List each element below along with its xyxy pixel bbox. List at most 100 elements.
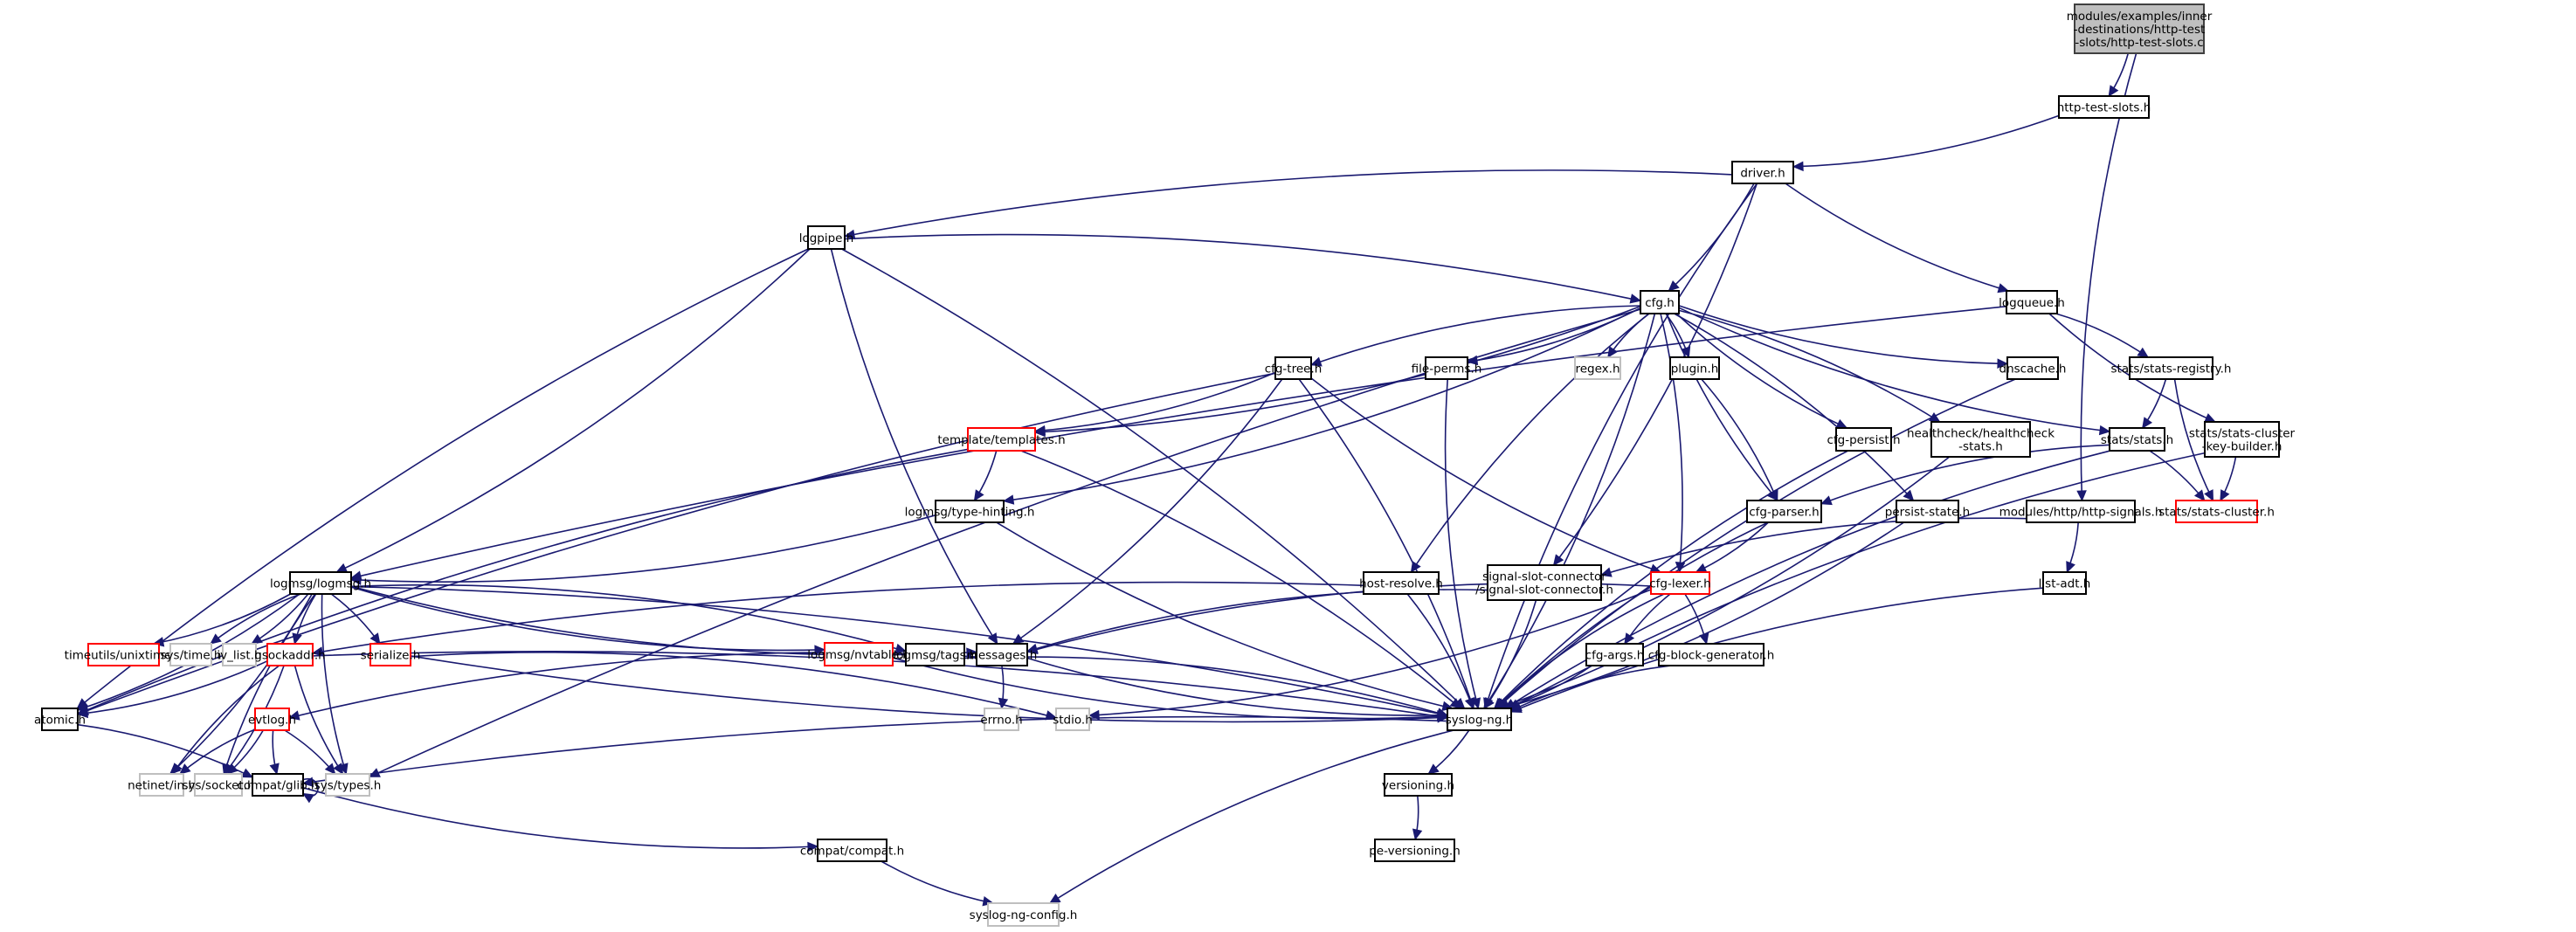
edge-evtlog-h-to-compat-glib-h bbox=[269, 729, 280, 776]
node-label: /signal-slot-connector.h bbox=[1475, 583, 1613, 597]
node-template-templates-h[interactable]: template/templates.h bbox=[937, 427, 1066, 452]
node-box bbox=[222, 643, 257, 666]
arrow-head-icon bbox=[966, 647, 978, 658]
node-timeutils-unixtime-h[interactable]: timeutils/unixtime.h bbox=[65, 643, 183, 666]
node-box bbox=[1487, 564, 1602, 601]
edge-gsockaddr-h-to-netinet-in-h bbox=[171, 665, 280, 775]
edge-line bbox=[1034, 305, 1641, 433]
node-label: iv_list.h bbox=[217, 649, 261, 663]
node-logpipe-h[interactable]: logpipe.h bbox=[799, 225, 854, 250]
arrow-head-icon bbox=[2193, 489, 2206, 501]
node-versioning-h[interactable]: versioning.h bbox=[1382, 773, 1454, 797]
node-label: logmsg/logmsg.h bbox=[270, 577, 371, 591]
edge-stats-stats-registry-h-to-stats-stats-cluster-h bbox=[2173, 378, 2214, 502]
node-cfg-tree-h[interactable]: cfg-tree.h bbox=[1265, 356, 1323, 380]
node-box bbox=[1363, 571, 1440, 595]
node-box bbox=[1640, 290, 1680, 314]
node-box bbox=[252, 773, 304, 797]
node-stats-stats-registry-h[interactable]: stats/stats-registry.h bbox=[2111, 356, 2232, 380]
node-gsockaddr-h[interactable]: gsockaddr.h bbox=[254, 643, 326, 666]
node-messages-h[interactable]: messages.h bbox=[967, 643, 1038, 666]
node-host-resolve-h[interactable]: host-resolve.h bbox=[1359, 571, 1443, 595]
edge-persist-state-h-to-syslog-ng-h bbox=[1502, 521, 1905, 711]
node-root[interactable]: modules/examples/inner-destinations/http… bbox=[2067, 3, 2213, 54]
node-healthcheck-healthcheck-stats-h[interactable]: healthcheck/healthcheck-stats.h bbox=[1907, 421, 2055, 458]
edge-line bbox=[1483, 599, 1537, 709]
node-modules-http-http-signals-h[interactable]: modules/http/http-signals.h bbox=[1999, 500, 2163, 523]
edge-template-templates-h-to-syslog-ng-h bbox=[1020, 450, 1462, 709]
arrow-head-icon bbox=[1997, 358, 2009, 369]
edge-evtlog-h-to-netinet-in-h bbox=[179, 728, 256, 775]
node-logmsg-type-hinting-h[interactable]: logmsg/type-hinting.h bbox=[905, 500, 1035, 523]
edge-http-test-slots-h-to-driver-h bbox=[1792, 114, 2060, 172]
arrow-head-icon bbox=[324, 763, 336, 775]
node-label: dnscache.h bbox=[1999, 362, 2067, 376]
node-cfg-lexer-h[interactable]: cfg-lexer.h bbox=[1649, 571, 1711, 595]
node-box bbox=[1055, 708, 1090, 731]
node-logmsg-tags-h[interactable]: logmsg/tags.h bbox=[894, 643, 977, 666]
edge-driver-h-to-logqueue-h bbox=[1785, 183, 2010, 293]
node-label: sys/time.h bbox=[161, 649, 222, 663]
edge-logmsg-type-hinting-h-to-logmsg-logmsg-h bbox=[349, 514, 936, 586]
node-cfg-block-generator-h[interactable]: cfg-block-generator.h bbox=[1648, 643, 1775, 666]
edge-line bbox=[1600, 517, 2027, 576]
arrow-head-icon bbox=[1820, 495, 1833, 506]
node-box bbox=[254, 708, 290, 731]
node-logmsg-nvtable-h[interactable]: logmsg/nvtable.h bbox=[807, 642, 910, 666]
edge-line bbox=[1820, 444, 2110, 505]
node-label: stdio.h bbox=[1053, 714, 1093, 728]
node-stats-stats-cluster-h[interactable]: stats/stats-cluster.h bbox=[2158, 500, 2275, 523]
edge-stats-stats-h-to-stats-stats-cluster-h bbox=[2149, 450, 2206, 501]
node-http-test-slots-h[interactable]: http-test-slots.h bbox=[2057, 95, 2151, 119]
node-box bbox=[1930, 421, 2031, 458]
node-cfg-args-h[interactable]: cfg-args.h bbox=[1585, 643, 1645, 666]
edge-line bbox=[1785, 183, 2009, 292]
edge-cfg-h-to-dnscache-h bbox=[1678, 305, 2009, 369]
node-compat-glib-h[interactable]: compat/glib.h bbox=[237, 773, 319, 797]
node-list-adt-h[interactable]: list-adt.h bbox=[2039, 571, 2091, 595]
node-file-perms-h[interactable]: file-perms.h bbox=[1412, 356, 1482, 380]
edge-cfg-tree-h-to-template-templates-h bbox=[1033, 371, 1276, 436]
edge-messages-h-to-syslog-ng-h bbox=[1026, 657, 1449, 721]
node-cfg-h[interactable]: cfg.h bbox=[1640, 290, 1680, 314]
edge-logpipe-h-to-messages-h bbox=[830, 248, 998, 645]
node-box bbox=[2026, 500, 2136, 523]
edge-signal-slot-connector-signal-slot-connector-h-to-syslog-ng-h bbox=[1483, 599, 1537, 709]
node-cfg-parser-h[interactable]: cfg-parser.h bbox=[1746, 500, 1822, 523]
edge-line bbox=[1310, 305, 1641, 366]
node-pe-versioning-h[interactable]: pe-versioning.h bbox=[1369, 839, 1461, 862]
node-dnscache-h[interactable]: dnscache.h bbox=[1999, 356, 2067, 380]
arrow-head-icon bbox=[76, 701, 89, 712]
node-logmsg-logmsg-h[interactable]: logmsg/logmsg.h bbox=[270, 571, 371, 595]
node-cfg-persist-h[interactable]: cfg-persist.h bbox=[1827, 427, 1901, 452]
node-label: list-adt.h bbox=[2039, 577, 2091, 591]
node-syslog-ng-h[interactable]: syslog-ng.h bbox=[1446, 708, 1513, 731]
arrow-head-icon bbox=[1668, 280, 1680, 292]
node-persist-state-h[interactable]: persist-state.h bbox=[1885, 500, 1970, 523]
node-label: syslog-ng-config.h bbox=[970, 908, 1078, 922]
edge-line bbox=[2149, 450, 2206, 501]
edge-logmsg-logmsg-h-to-sys-types-h bbox=[321, 593, 349, 776]
node-stats-stats-h[interactable]: stats/stats.h bbox=[2101, 427, 2173, 452]
node-compat-compat-h[interactable]: compat/compat.h bbox=[800, 839, 904, 862]
node-plugin-h[interactable]: plugin.h bbox=[1669, 356, 1720, 380]
edge-logmsg-logmsg-h-to-sys-time-h bbox=[210, 593, 301, 645]
node-signal-slot-connector-signal-slot-connector-h[interactable]: signal-slot-connector/signal-slot-connec… bbox=[1475, 564, 1613, 601]
node-netinet-in-h: netinet/in.h bbox=[128, 773, 196, 797]
node-serialize-h[interactable]: serialize.h bbox=[361, 643, 421, 666]
edge-plugin-h-to-cfg-parser-h bbox=[1701, 378, 1778, 502]
edge-line bbox=[1701, 378, 1778, 501]
arrow-head-icon bbox=[287, 710, 300, 721]
edge-line bbox=[1003, 307, 1641, 502]
arrow-head-icon bbox=[76, 708, 89, 719]
node-stats-stats-cluster-key-builder-h[interactable]: stats/stats-cluster-key-builder.h bbox=[2189, 421, 2296, 458]
arrow-head-icon bbox=[2066, 561, 2075, 574]
node-label: errno.h bbox=[980, 714, 1022, 728]
node-label: cfg-lexer.h bbox=[1649, 577, 1710, 591]
node-evtlog-h[interactable]: evtlog.h bbox=[248, 708, 296, 731]
node-driver-h[interactable]: driver.h bbox=[1731, 161, 1794, 184]
node-label: host-resolve.h bbox=[1359, 577, 1443, 591]
node-logqueue-h[interactable]: logqueue.h bbox=[1999, 290, 2065, 314]
node-atomic-h[interactable]: atomic.h bbox=[34, 708, 86, 731]
edge-logmsg-logmsg-h-to-logmsg-tags-h bbox=[350, 583, 908, 654]
